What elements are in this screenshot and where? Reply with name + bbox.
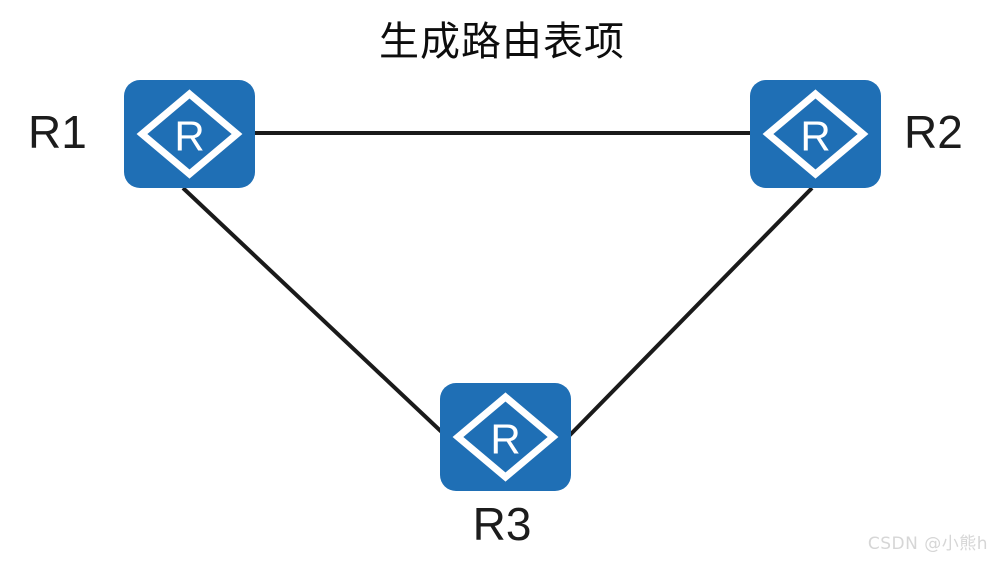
node-label-r3: R3	[472, 498, 532, 550]
node-label-r1: R1	[28, 106, 87, 158]
router-letter-r2: R	[800, 113, 830, 160]
router-node-r1[interactable]: R	[124, 80, 255, 188]
diamond-icon	[136, 89, 243, 179]
node-label-r2: R2	[904, 106, 963, 158]
page-title: 生成路由表项	[379, 19, 625, 65]
watermark: CSDN @小熊h	[867, 534, 988, 554]
diamond-icon	[452, 392, 559, 482]
diamond-icon	[762, 89, 869, 179]
link-r1-r3	[181, 186, 449, 439]
link-r2-r3	[566, 186, 814, 439]
router-letter-r1: R	[174, 113, 204, 160]
router-node-r3[interactable]: R	[440, 383, 571, 491]
router-letter-r3: R	[490, 416, 520, 463]
router-node-r2[interactable]: R	[750, 80, 881, 188]
